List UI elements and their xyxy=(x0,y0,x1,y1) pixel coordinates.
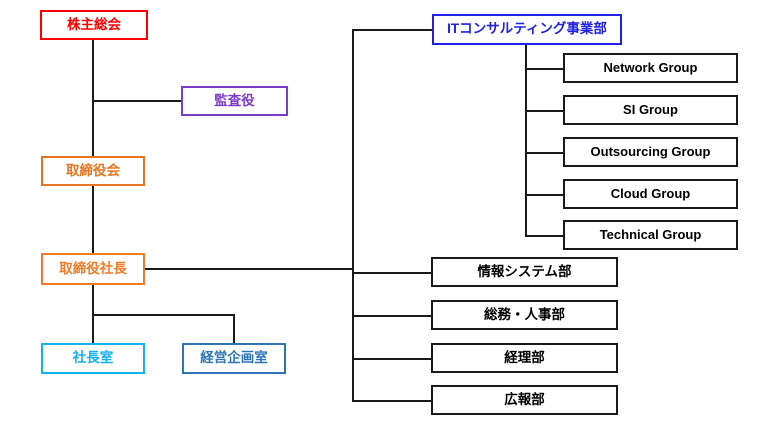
node-dept-information-systems[interactable]: 情報システム部 xyxy=(431,257,618,287)
node-planning-office-label: 経営企画室 xyxy=(200,350,268,366)
node-group-si-label: SI Group xyxy=(623,101,678,117)
node-president-office-label: 社長室 xyxy=(72,350,114,366)
node-group-si[interactable]: SI Group xyxy=(563,95,738,125)
node-board-of-directors-label: 取締役会 xyxy=(66,162,120,178)
node-shareholders-meeting-label: 株主総会 xyxy=(67,16,121,32)
connector-it-group-2 xyxy=(525,110,564,112)
node-president-office[interactable]: 社長室 xyxy=(41,343,145,374)
node-board-of-directors[interactable]: 取締役会 xyxy=(41,156,145,186)
connector-offices-branch xyxy=(92,314,234,316)
node-dept-general-affairs-hr-label: 総務・人事部 xyxy=(484,306,565,322)
connector-trunk-dept-3 xyxy=(352,358,432,360)
connector-president-main-trunk xyxy=(145,268,353,270)
node-group-outsourcing[interactable]: Outsourcing Group xyxy=(563,137,738,167)
node-it-consulting-division[interactable]: ITコンサルティング事業部 xyxy=(432,14,622,45)
connector-it-group-5 xyxy=(525,235,564,237)
node-group-cloud[interactable]: Cloud Group xyxy=(563,179,738,209)
node-it-consulting-division-label: ITコンサルティング事業部 xyxy=(447,21,607,37)
node-president-label: 取締役社長 xyxy=(59,260,127,276)
node-dept-public-relations-label: 広報部 xyxy=(504,391,545,407)
connector-shareholders-auditor xyxy=(92,100,182,102)
node-dept-public-relations[interactable]: 広報部 xyxy=(431,385,618,415)
node-shareholders-meeting[interactable]: 株主総会 xyxy=(40,10,148,40)
connector-trunk-it-division xyxy=(352,29,432,31)
node-group-network[interactable]: Network Group xyxy=(563,53,738,83)
node-group-cloud-label: Cloud Group xyxy=(610,185,691,201)
node-dept-information-systems-label: 情報システム部 xyxy=(477,263,572,279)
node-president[interactable]: 取締役社長 xyxy=(41,253,145,285)
node-group-outsourcing-label: Outsourcing Group xyxy=(590,143,711,159)
connector-it-group-4 xyxy=(525,194,564,196)
it-division-trunk xyxy=(525,45,527,236)
node-dept-accounting[interactable]: 経理部 xyxy=(431,343,618,373)
main-trunk xyxy=(352,29,354,401)
connector-trunk-dept-4 xyxy=(352,400,432,402)
connector-it-group-3 xyxy=(525,152,564,154)
node-auditor[interactable]: 監査役 xyxy=(181,86,288,116)
connector-branch-planning xyxy=(233,314,235,343)
connector-trunk-dept-1 xyxy=(352,272,432,274)
node-auditor-label: 監査役 xyxy=(214,92,255,108)
connector-it-group-1 xyxy=(525,68,564,70)
connector-board-president xyxy=(92,186,94,255)
connector-trunk-dept-2 xyxy=(352,315,432,317)
node-group-technical[interactable]: Technical Group xyxy=(563,220,738,250)
node-dept-accounting-label: 経理部 xyxy=(504,349,545,365)
node-group-network-label: Network Group xyxy=(603,59,698,75)
node-dept-general-affairs-hr[interactable]: 総務・人事部 xyxy=(431,300,618,330)
connector-shareholders-board xyxy=(92,40,94,158)
node-group-technical-label: Technical Group xyxy=(599,226,702,242)
node-planning-office[interactable]: 経営企画室 xyxy=(182,343,286,374)
